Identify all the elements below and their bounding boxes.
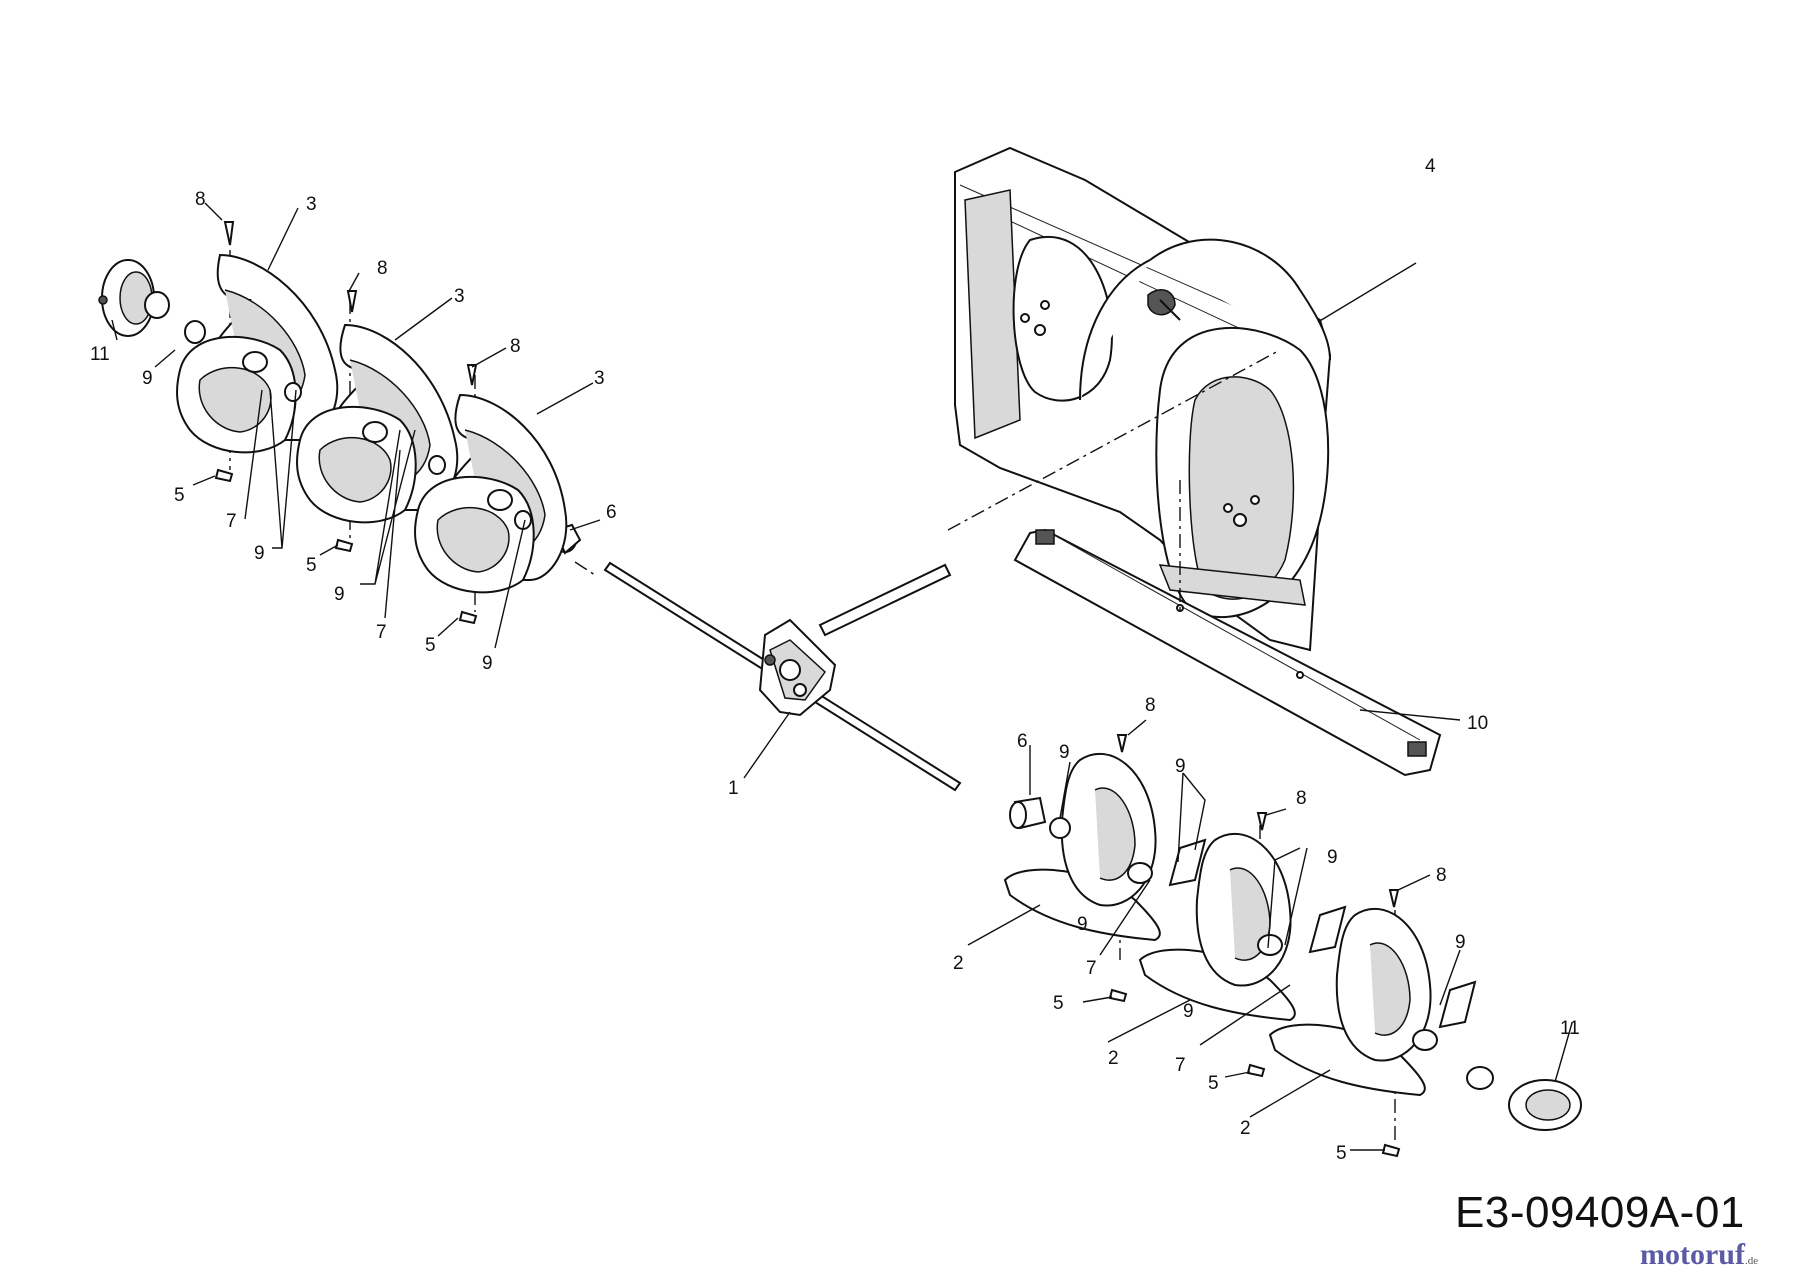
auger-shaft-and-gearbox (603, 561, 962, 792)
callout-4: 4 (1425, 156, 1436, 177)
callout-9c: 9 (334, 584, 345, 605)
callout-8e: 8 (1296, 788, 1307, 809)
nuts-lower (1108, 988, 1401, 1158)
callout-6b: 6 (1017, 731, 1028, 752)
callout-7a: 7 (226, 511, 237, 532)
shear-bolts-upper (223, 221, 478, 386)
auger-flighting-3b (296, 323, 459, 524)
callout-2b: 2 (1108, 1048, 1119, 1069)
callout-9g: 9 (1327, 847, 1338, 868)
callout-8b: 8 (377, 258, 388, 279)
auger-flighting-3a (176, 253, 339, 454)
bearing-housing-upper (98, 259, 206, 344)
auger-flighting-2c (1268, 907, 1477, 1097)
callout-9f: 9 (1175, 756, 1186, 777)
callout-9d: 9 (482, 653, 493, 674)
callout-9b: 9 (254, 543, 265, 564)
callout-5d: 5 (1053, 993, 1064, 1014)
callout-8d: 8 (1145, 695, 1156, 716)
callout-9h: 9 (1455, 932, 1466, 953)
callout-8c: 8 (510, 336, 521, 357)
callout-9i: 9 (1077, 914, 1088, 935)
callout-5c: 5 (425, 635, 436, 656)
callout-5b: 5 (306, 555, 317, 576)
auger-housing (954, 146, 1332, 652)
callout-7b: 7 (376, 622, 387, 643)
callout-9a: 9 (142, 368, 153, 389)
callout-7d: 7 (1175, 1055, 1186, 1076)
shear-bolts-lower (1116, 734, 1400, 908)
leader-lines (111, 202, 1573, 1151)
flange-bushing-lower (1049, 817, 1071, 839)
auger-flighting-3c (414, 393, 568, 594)
callout-3b: 3 (454, 286, 465, 307)
callout-2c: 2 (1240, 1118, 1251, 1139)
auger-flighting-2a (1003, 752, 1207, 942)
callout-11a: 11 (90, 344, 110, 365)
callout-10: 10 (1467, 713, 1488, 734)
callout-7c: 7 (1086, 958, 1097, 979)
auger-flighting-2b (1138, 832, 1347, 1022)
callout-11b: 11 (1560, 1018, 1580, 1039)
callout-labels: 1 2 2 2 3 3 3 4 5 5 5 5 5 5 6 6 7 7 7 7 … (90, 156, 1580, 1164)
callout-9e: 9 (1059, 742, 1070, 763)
callout-6a: 6 (606, 502, 617, 523)
cross-brace (1013, 528, 1442, 777)
callout-5e: 5 (1208, 1073, 1219, 1094)
callout-5a: 5 (174, 485, 185, 506)
callout-1: 1 (728, 778, 739, 799)
callout-3a: 3 (306, 194, 317, 215)
callout-3c: 3 (594, 368, 605, 389)
callout-8f: 8 (1436, 865, 1447, 886)
callout-8a: 8 (195, 189, 206, 210)
watermark-text: motoruf (1640, 1238, 1745, 1271)
drawing-reference-code: E3-09409A-01 (1455, 1188, 1745, 1237)
spacer-lower (1009, 796, 1047, 830)
watermark-logo: motoruf.de (1640, 1238, 1758, 1272)
bearing-housing-lower (1466, 1066, 1582, 1131)
watermark-suffix: .de (1744, 1255, 1759, 1267)
nuts-upper (214, 468, 478, 625)
callout-2a: 2 (953, 953, 964, 974)
callout-9j: 9 (1183, 1001, 1194, 1022)
callout-5f: 5 (1336, 1143, 1347, 1164)
